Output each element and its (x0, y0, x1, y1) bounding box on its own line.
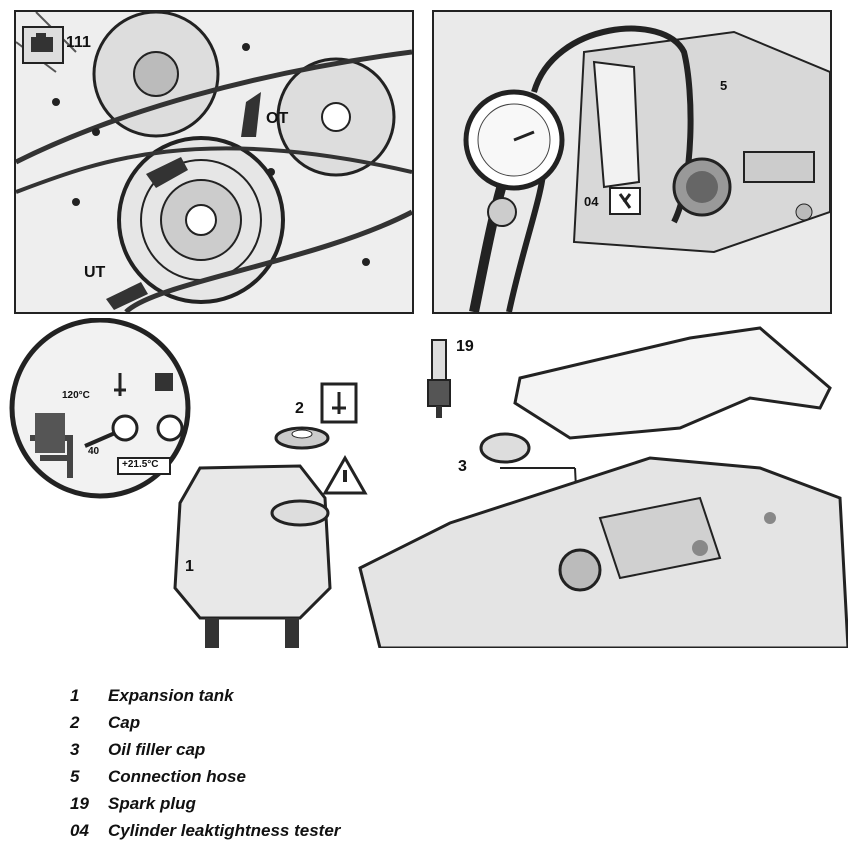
fuel-icon (155, 373, 173, 391)
legend-number: 3 (70, 739, 80, 759)
legend-label: Connection hose (108, 766, 246, 786)
legend-number: 04 (70, 820, 89, 840)
lower-illustration: 19 2 3 1 120°C 40 +21.5°C (0, 318, 848, 648)
engine-assembly-illustration (9, 318, 848, 648)
ot-arrow (146, 157, 188, 188)
legend-item: 2 Cap (70, 709, 590, 736)
engine-head (358, 456, 848, 648)
callout-tester: 04 (584, 194, 599, 209)
gauge-readout: +21.5°C (122, 459, 159, 470)
tool-icon (609, 187, 641, 215)
legend-number: 19 (70, 793, 89, 813)
legend-label: Cap (108, 712, 141, 732)
legend-label: Oil filler cap (108, 739, 206, 759)
legend-number: 1 (70, 685, 80, 705)
callout-oil-cap: 3 (458, 458, 467, 475)
ot-label: OT (266, 110, 289, 127)
legend-label: Cylinder leaktightness tester (108, 820, 341, 840)
spark-plug (431, 339, 447, 381)
legend-item: 5 Connection hose (70, 763, 590, 790)
cover-plate (513, 326, 832, 440)
legend-item: 3 Oil filler cap (70, 736, 590, 763)
expansion-tank (173, 464, 332, 620)
callout-tank: 1 (185, 558, 194, 575)
legend-label: Spark plug (108, 793, 196, 813)
gauge-40-label: 40 (88, 446, 100, 457)
engine-icon (31, 33, 53, 52)
legend-label: Expansion tank (108, 685, 234, 705)
badge-number: 111 (66, 34, 91, 51)
leak-tester-illustration (434, 12, 830, 312)
legend-item: 1 Expansion tank (70, 682, 590, 709)
oil-filler-cap (479, 432, 531, 464)
callout-spark-plug: 19 (456, 338, 474, 355)
legend: 1 Expansion tank 2 Cap 3 Oil filler cap … (70, 682, 590, 844)
belt-drive-panel: 111 OT UT (14, 10, 414, 314)
ut-label: UT (84, 264, 106, 281)
callout-hose: 5 (720, 78, 728, 93)
legend-number: 2 (70, 712, 80, 732)
belt-drive-illustration (16, 12, 412, 312)
engine-icon-badge (22, 26, 64, 64)
legend-item: 04 Cylinder leaktightness tester (70, 817, 590, 844)
legend-number: 5 (70, 766, 80, 786)
ut-arrow (106, 282, 148, 310)
gauge-120-label: 120°C (62, 390, 90, 401)
legend-item: 19 Spark plug (70, 790, 590, 817)
callout-cap: 2 (295, 400, 304, 417)
leak-tester-panel: 5 04 (432, 10, 832, 314)
